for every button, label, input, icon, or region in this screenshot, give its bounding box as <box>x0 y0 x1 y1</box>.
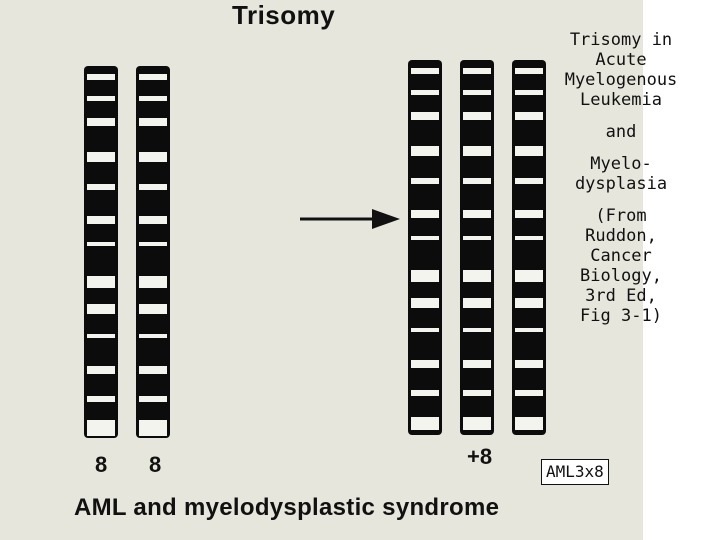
chromosome-label-left-1: 8 <box>95 452 108 477</box>
caption-source-line: 3rd Ed, <box>585 286 657 306</box>
caption-source-line: Cancer <box>590 246 652 266</box>
chromosome-label-trisomy: +8 <box>467 444 493 469</box>
chromosome-right-2 <box>460 60 494 435</box>
chromosome-left-1 <box>84 66 118 438</box>
caption-text: Trisomy in Acute Myelogenous Leukemia an… <box>536 30 706 326</box>
caption-source-line: Ruddon, <box>585 226 657 246</box>
chromosome-right-1 <box>408 60 442 435</box>
arrow-icon <box>300 209 400 229</box>
caption-subject-line: Myelo- <box>590 154 652 174</box>
caption-title-line: Trisomy in <box>569 30 673 50</box>
caption-title-line: Leukemia <box>580 90 662 110</box>
figure-heading: Trisomy <box>232 0 336 30</box>
aml-badge: AML3x8 <box>541 459 609 485</box>
caption-panel-background <box>643 0 720 540</box>
caption-source-line: (From <box>595 206 647 226</box>
caption-conjunction: and <box>605 122 637 142</box>
caption-source-line: Biology, <box>580 266 662 286</box>
figure-footer: AML and myelodysplastic syndrome <box>74 494 500 521</box>
caption-source-line: Fig 3-1) <box>580 306 662 326</box>
caption-title-line: Acute <box>595 50 647 70</box>
chromosome-label-left-2: 8 <box>149 452 162 477</box>
caption-subject-line: dysplasia <box>574 174 668 194</box>
chromosome-right-3 <box>512 60 546 435</box>
caption-title-line: Myelogenous <box>564 70 678 90</box>
chromosome-left-2 <box>136 66 170 438</box>
